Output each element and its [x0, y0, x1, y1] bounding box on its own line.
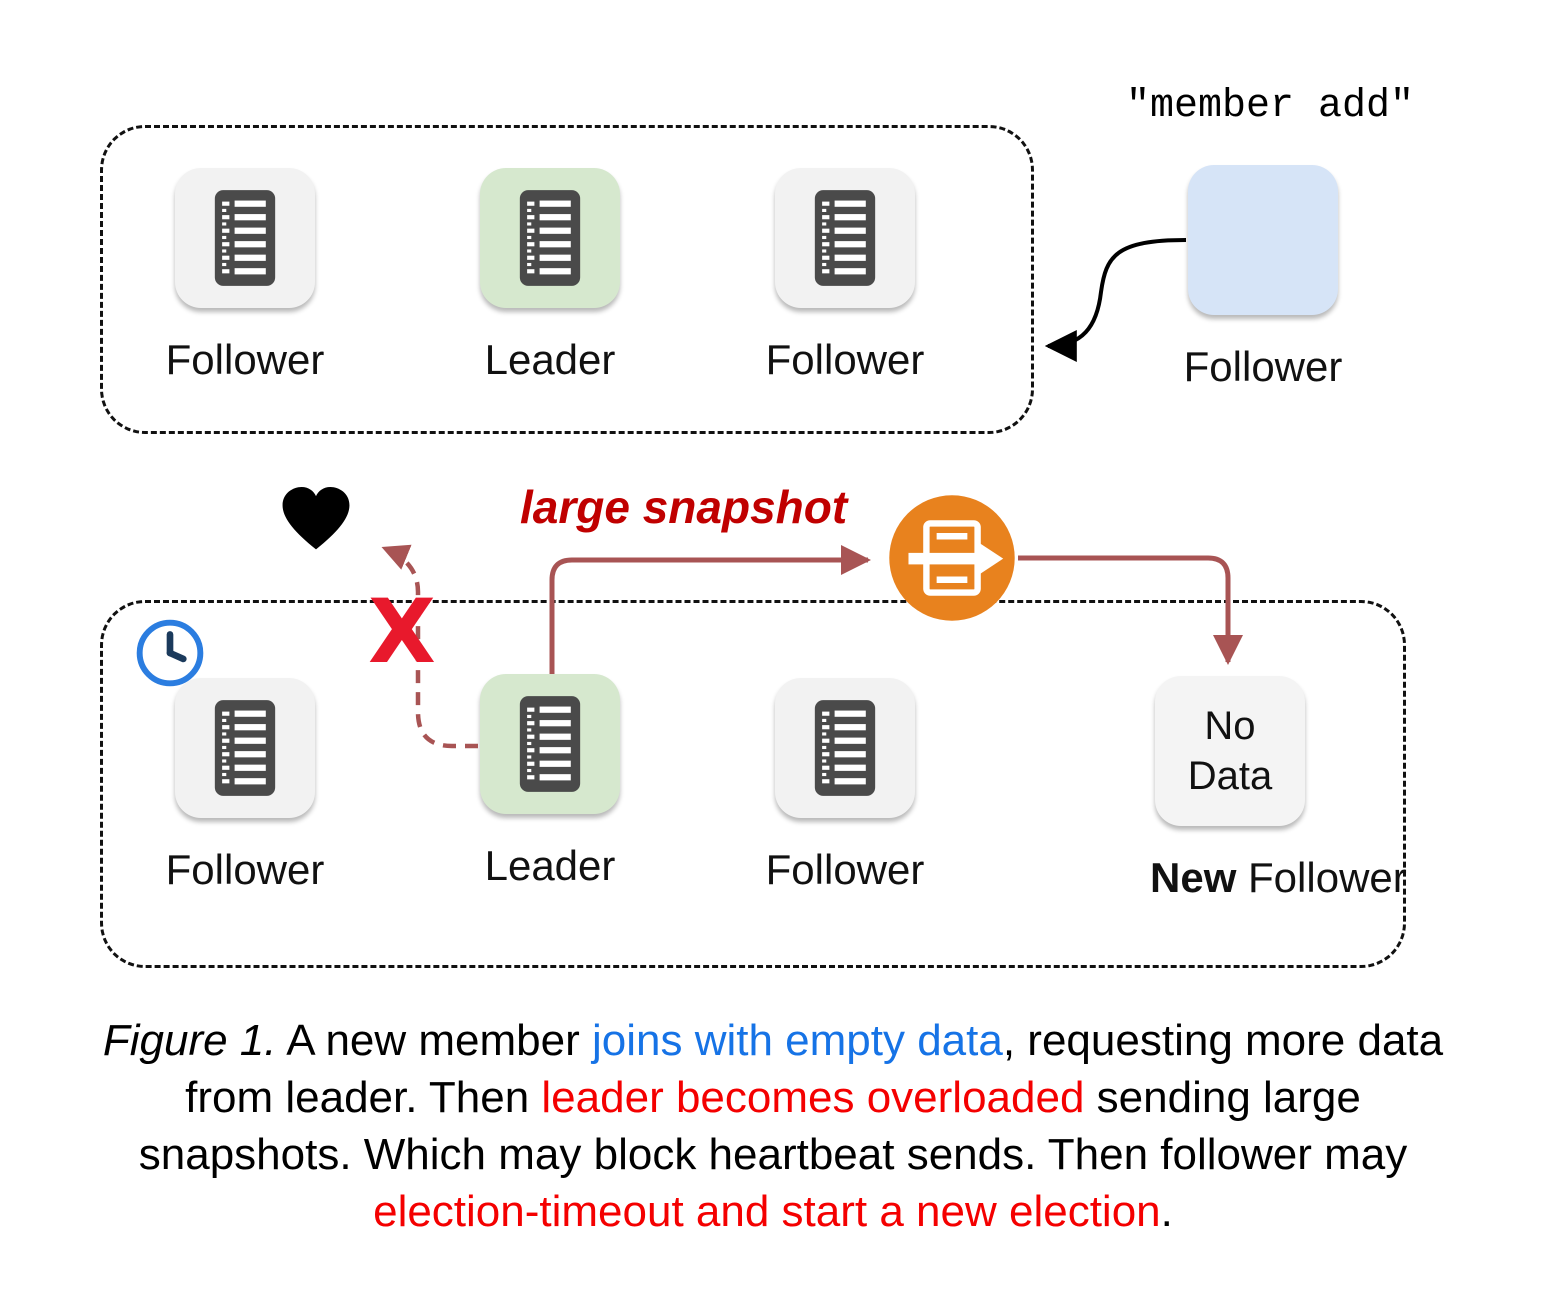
caption-figure-label: Figure 1. [102, 1016, 277, 1065]
top-cluster-box [100, 125, 1034, 434]
node-label: Follower [765, 846, 925, 893]
node-label: Leader [484, 336, 616, 383]
member-add-command: "member add" [1125, 84, 1415, 129]
snapshot-transfer-icon [888, 494, 1016, 627]
bottom-node-leader: Leader [470, 674, 630, 890]
node-label: Follower [1183, 343, 1343, 390]
node-label: Follower [165, 336, 325, 383]
new-follower-label-rest: Follower [1236, 854, 1407, 901]
log-icon [775, 168, 915, 308]
node-label: Follower [165, 846, 325, 893]
log-icon [480, 168, 620, 308]
top-node-follower-1: Follower [165, 168, 325, 384]
top-node-leader: Leader [470, 168, 630, 384]
new-member-box [1188, 165, 1338, 315]
node-label: Follower [765, 336, 925, 383]
caption-text: . [1160, 1187, 1173, 1236]
caption-line-3: snapshots. Which may block heartbeat sen… [0, 1126, 1546, 1183]
caption-text: snapshots. Which may block heartbeat sen… [138, 1130, 1408, 1179]
blocked-x-mark: X [368, 580, 436, 683]
member-add-arrow [1044, 238, 1187, 362]
no-data-box: No Data [1155, 676, 1305, 826]
caption-highlight-blue: joins with empty data [591, 1016, 1003, 1065]
election-timeout-clock-icon [133, 616, 207, 695]
top-node-follower-2: Follower [765, 168, 925, 384]
log-icon [175, 168, 315, 308]
log-icon [175, 678, 315, 818]
large-snapshot-label: large snapshot [520, 481, 848, 533]
log-icon [775, 678, 915, 818]
bottom-node-follower-2: Follower [765, 678, 925, 894]
bottom-node-follower-1: Follower [165, 678, 325, 894]
new-follower-label-bold: New [1150, 854, 1237, 901]
node-label: New Follower [1150, 854, 1407, 902]
no-data-text: No Data [1187, 704, 1273, 798]
caption-highlight-red: leader becomes overloaded [541, 1073, 1085, 1122]
new-member-node: Follower [1183, 165, 1343, 391]
log-icon [480, 674, 620, 814]
caption-line-1: Figure 1. A new member joins with empty … [0, 1012, 1546, 1069]
heart-icon [276, 484, 356, 565]
caption-line-2: from leader. Then leader becomes overloa… [0, 1069, 1546, 1126]
caption-text: from leader. Then [185, 1073, 542, 1122]
caption-text: A new member [276, 1016, 592, 1065]
caption-line-4: election-timeout and start a new electio… [0, 1183, 1546, 1240]
new-follower-node: No Data New Follower [1150, 676, 1407, 902]
caption-highlight-red: election-timeout and start a new electio… [373, 1187, 1161, 1236]
figure-caption: Figure 1. A new member joins with empty … [0, 1012, 1546, 1240]
caption-text: sending large [1084, 1073, 1361, 1122]
caption-text: , requesting more data [1002, 1016, 1444, 1065]
node-label: Leader [484, 842, 616, 889]
